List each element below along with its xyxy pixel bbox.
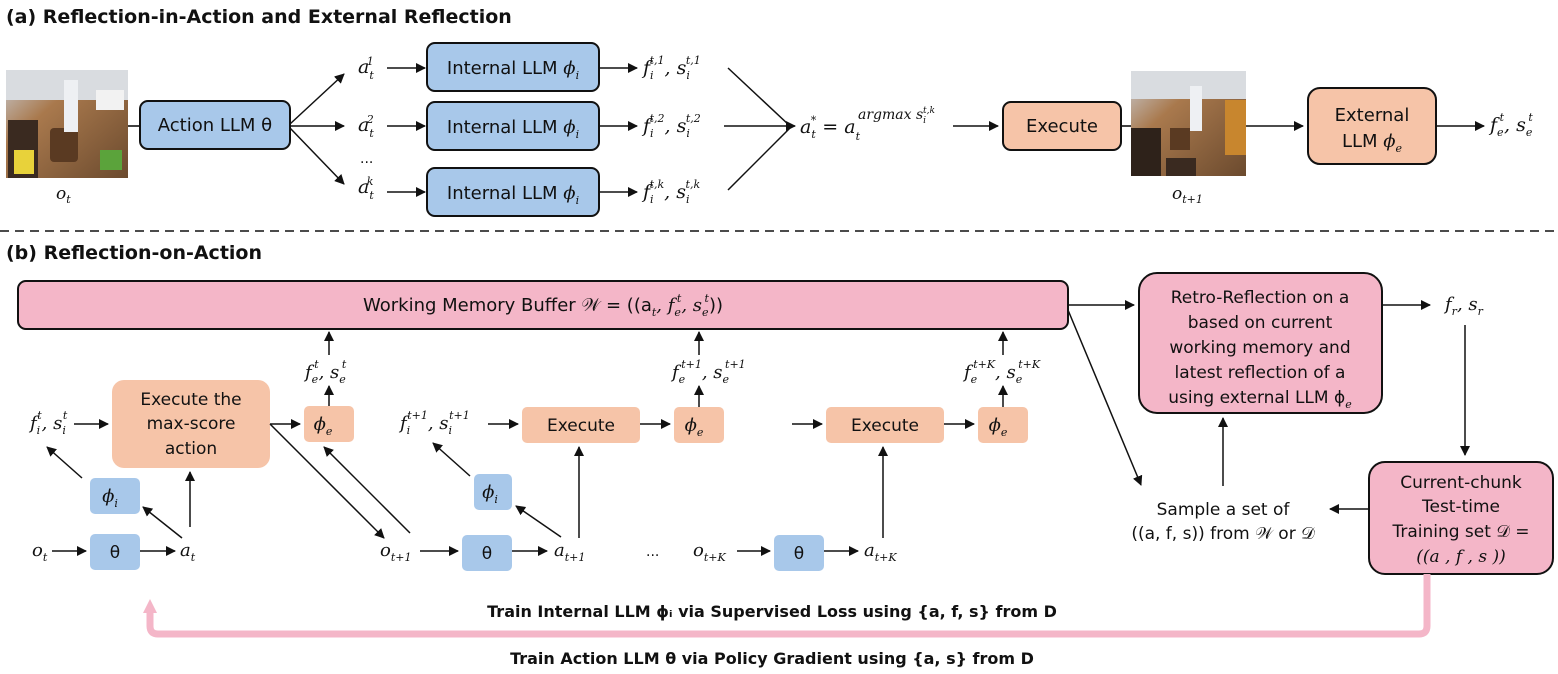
external-llm-box[interactable]: External LLM ϕe [1307,87,1437,165]
theta-box-1[interactable] [90,534,140,570]
step-k: Execute ϕe fet+K, set+K ot+K θ at+K [693,331,1041,571]
training-feedback-arrow [143,574,1431,638]
branch-arrow-1 [289,73,345,125]
external-llm-label-2: LLM ϕe [1342,131,1403,155]
observation-image-t [6,70,128,178]
phi-i-box-2[interactable] [474,474,512,510]
phi-e-box-k[interactable] [978,407,1028,443]
training-set-box[interactable]: Current-chunk Test-time Training set 𝒟 =… [1368,461,1554,575]
svg-text:at+1: at+1 [554,540,585,564]
external-output-label: fet, set [1488,111,1533,139]
candidate-row-1: at1 Internal LLM ϕi fit,1, sit,1 [358,42,701,92]
candidates-ellipsis: ... [360,151,373,167]
svg-text:action: action [165,439,217,459]
svg-text:ϕi: ϕi [102,486,118,510]
sample-label-1: Sample a set of [1157,500,1291,520]
candidate-row-k: atk Internal LLM ϕi fit,k, sit,k [358,167,700,217]
svg-text:θ: θ [482,544,492,564]
svg-text:((a , f , s )): ((a , f , s )) [1416,547,1506,567]
svg-text:Internal LLM ϕi: Internal LLM ϕi [447,58,579,82]
section-b-title: (b) Reflection-on-Action [6,242,262,264]
svg-text:fit,k, sit,k: fit,k, sit,k [641,178,700,206]
working-memory-label: Working Memory Buffer 𝒲 = ((at, fet, set… [363,292,723,319]
theta-box-k[interactable] [774,535,824,571]
theta-box-2[interactable] [462,535,512,571]
svg-text:fit, sit: fit, sit [28,409,68,437]
best-action-formula: at* = atargmax sit,k [800,106,935,143]
obs-t1-label: ot+1 [1172,184,1203,206]
svg-text:Retro-Reflection on a: Retro-Reflection on a [1171,288,1350,308]
working-memory-buffer[interactable]: Working Memory Buffer 𝒲 = ((at, fet, set… [17,280,1069,330]
svg-text:ϕe: ϕe [685,415,704,439]
svg-text:ot: ot [32,540,48,564]
svg-text:Execute the: Execute the [140,390,241,410]
svg-text:Execute: Execute [547,416,615,436]
internal-llm-box-1[interactable] [426,42,600,92]
svg-text:Internal LLM ϕi: Internal LLM ϕi [447,183,579,207]
retro-reflection-box[interactable]: Retro-Reflection on a based on current w… [1138,272,1383,414]
svg-text:latest reflection of a: latest reflection of a [1175,363,1346,383]
svg-text:working memory and: working memory and [1169,338,1350,358]
svg-text:fit+1, sit+1: fit+1, sit+1 [398,409,470,437]
svg-text:atk: atk [358,175,374,202]
svg-text:fet+K, set+K: fet+K, set+K [962,358,1041,386]
svg-text:fet, set: fet, set [303,358,347,386]
svg-text:fit,1, sit,1: fit,1, sit,1 [641,54,701,82]
svg-text:Internal LLM ϕi: Internal LLM ϕi [447,117,579,141]
converge-line-k [727,127,791,191]
train-internal-label: Train Internal LLM ϕᵢ via Supervised Los… [487,602,1057,621]
action-llm-label: Action LLM θ [158,115,272,136]
svg-text:using external LLM ϕe: using external LLM ϕe [1168,388,1352,411]
svg-text:θ: θ [794,544,804,564]
svg-text:ϕi: ϕi [482,482,498,506]
branch-arrow-k [289,127,345,185]
candidate-row-2: at2 Internal LLM ϕi fit,2, sit,2 [358,101,701,151]
svg-text:Execute: Execute [851,416,919,436]
svg-text:ot+K: ot+K [693,540,726,564]
phi-i-box-1[interactable] [90,478,140,514]
buffer-to-sample-arrow [1067,309,1143,486]
step-1: fit, sit Execute the max-score action ϕe… [28,331,411,570]
svg-text:Test-time: Test-time [1421,497,1500,517]
section-a-title: (a) Reflection-in-Action and External Re… [6,6,512,28]
train-action-label: Train Action LLM θ via Policy Gradient u… [510,649,1034,668]
converge-line-1 [727,67,791,127]
svg-text:ot+1: ot+1 [380,540,411,564]
external-llm-label-1: External [1335,105,1410,126]
svg-text:fet+1, set+1: fet+1, set+1 [670,358,746,386]
svg-text:ϕe: ϕe [989,415,1008,439]
execute-box-a[interactable]: Execute [1002,101,1122,151]
svg-text:based on current: based on current [1188,313,1333,333]
sample-label-2: ((a, f, s)) from 𝒲 or 𝒟 [1131,524,1315,544]
svg-text:max-score: max-score [147,414,236,434]
retro-output-label: fr, sr [1443,294,1484,318]
svg-text:ϕe: ϕe [314,414,333,438]
execute-max-score-box[interactable] [112,380,270,468]
execute-box-2[interactable] [522,407,640,443]
execute-label: Execute [1026,116,1098,137]
observation-image-t1 [1131,71,1246,176]
phi-e-box-2[interactable] [674,407,724,443]
svg-text:at2: at2 [358,113,374,140]
step-2: fit+1, sit+1 Execute ϕe fet+1, set+1 ϕi … [380,331,746,571]
svg-text:at: at [180,540,196,564]
svg-text:Current-chunk: Current-chunk [1400,473,1522,493]
steps-ellipsis: ... [646,544,659,560]
svg-text:Training set 𝒟 =: Training set 𝒟 = [1391,522,1529,542]
obs-t-label: ot [56,184,71,206]
phi-e-box-1[interactable] [304,406,354,442]
action-llm-box[interactable]: Action LLM θ [139,100,291,150]
execute-box-k[interactable] [826,407,944,443]
svg-text:θ: θ [110,543,120,563]
svg-text:at1: at1 [358,55,374,82]
svg-text:at+K: at+K [864,540,897,564]
svg-text:fit,2, sit,2: fit,2, sit,2 [641,112,701,140]
